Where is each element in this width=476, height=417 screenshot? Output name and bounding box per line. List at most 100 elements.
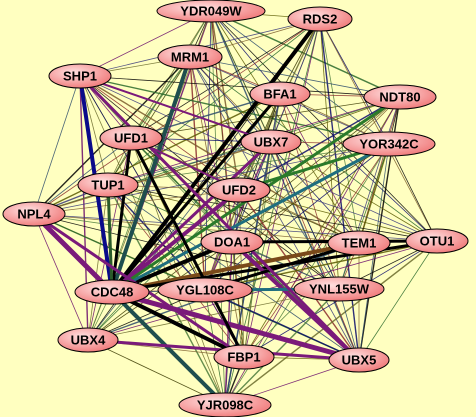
node-shape-ubx4[interactable]: [57, 327, 119, 353]
node-yjr098c[interactable]: YJR098C: [178, 392, 272, 417]
node-shape-ygl108c[interactable]: [157, 277, 253, 303]
node-label-ynl155w: YNL155W: [309, 282, 370, 297]
interaction-edge-ydr049w-shp1: [79, 10, 212, 77]
node-shape-fbp1[interactable]: [213, 344, 275, 370]
node-bfa1[interactable]: BFA1: [249, 81, 311, 107]
interaction-edge-ubx7-ygl108c: [204, 141, 272, 291]
interaction-edge-ubx7-otu1: [270, 141, 438, 242]
node-label-tem1: TEM1: [342, 236, 377, 251]
node-label-otu1: OTU1: [420, 234, 455, 249]
interaction-edge-ydr049w-bfa1: [210, 10, 281, 95]
interaction-edge-ufd2-otu1: [238, 189, 438, 242]
node-ydr049w[interactable]: YDR049W: [156, 0, 266, 23]
node-ufd1[interactable]: UFD1: [99, 125, 163, 151]
interaction-edge-ygl108c-yjr098c: [204, 289, 226, 406]
interaction-edge-ndt80-ufd1: [130, 96, 401, 139]
interaction-edge-ndt80-ynl155w: [338, 96, 401, 290]
interaction-edge-tup1-ubx4: [87, 184, 109, 341]
node-ubx4[interactable]: UBX4: [57, 327, 119, 353]
interaction-edge-npl4-tem1: [33, 213, 360, 244]
strong-edge-ufd1-fbp1: [129, 136, 246, 359]
node-shape-ufd1[interactable]: [99, 125, 163, 151]
node-shape-ufd2[interactable]: [207, 177, 271, 203]
node-doa1[interactable]: DOA1: [200, 229, 264, 255]
interaction-edge-rds2-ubx5: [319, 18, 360, 361]
interaction-edge-mrm1-ndt80: [189, 56, 401, 98]
node-rds2[interactable]: RDS2: [287, 6, 353, 32]
node-shape-bfa1[interactable]: [249, 81, 311, 107]
interaction-edge-yor342c-tem1: [358, 143, 390, 244]
node-shape-ydr049w[interactable]: [156, 0, 266, 23]
node-shape-shp1[interactable]: [48, 63, 112, 89]
interaction-edge-ndt80-ygl108c: [204, 96, 401, 291]
interaction-edge-ydr049w-otu1: [210, 10, 438, 242]
node-shape-ynl155w[interactable]: [293, 276, 385, 302]
node-tem1[interactable]: TEM1: [327, 230, 391, 256]
node-shape-ubx5[interactable]: [328, 347, 390, 373]
strong-edge-cdc48-yor342c: [110, 142, 391, 294]
node-shape-cdc48[interactable]: [74, 279, 150, 305]
node-ynl155w[interactable]: YNL155W: [293, 276, 385, 302]
interaction-edge-ndt80-doa1: [231, 96, 401, 243]
node-shape-ubx7[interactable]: [240, 129, 302, 155]
interaction-edge-ydr049w-ufd2: [210, 10, 240, 191]
node-shape-tup1[interactable]: [77, 172, 139, 198]
node-label-ufd2: UFD2: [222, 183, 256, 198]
node-shape-npl4[interactable]: [2, 201, 66, 227]
node-ufd2[interactable]: UFD2: [207, 177, 271, 203]
node-label-ufd1: UFD1: [114, 131, 148, 146]
interaction-edge-bfa1-otu1: [279, 93, 438, 242]
interaction-edge-ydr049w-tem1: [210, 10, 360, 244]
interaction-edge-otu1-ubx5: [358, 240, 438, 361]
interaction-edge-ubx7-tup1: [107, 141, 272, 186]
node-ubx5[interactable]: UBX5: [328, 347, 390, 373]
node-npl4[interactable]: NPL4: [2, 201, 66, 227]
interaction-edge-otu1-yjr098c: [224, 240, 438, 406]
node-label-ydr049w: YDR049W: [180, 4, 242, 19]
interaction-edge-rds2-tem1: [319, 18, 360, 244]
node-shape-yor342c[interactable]: [342, 131, 436, 157]
node-ygl108c[interactable]: YGL108C: [157, 277, 253, 303]
node-shape-tem1[interactable]: [327, 230, 391, 256]
node-shp1[interactable]: SHP1: [48, 63, 112, 89]
node-mrm1[interactable]: MRM1: [157, 44, 223, 70]
node-shape-ndt80[interactable]: [363, 84, 437, 110]
node-cdc48[interactable]: CDC48: [74, 279, 150, 305]
node-shape-doa1[interactable]: [200, 229, 264, 255]
interaction-edge-tup1-otu1: [107, 184, 438, 242]
interaction-edge-shp1-ndt80: [79, 75, 401, 98]
interaction-edge-ufd2-npl4: [33, 189, 240, 215]
node-label-yjr098c: YJR098C: [197, 398, 254, 413]
node-shape-yjr098c[interactable]: [178, 392, 272, 417]
node-otu1[interactable]: OTU1: [405, 228, 469, 254]
node-yor342c[interactable]: YOR342C: [342, 131, 436, 157]
interaction-edge-mrm1-ubx5: [189, 56, 360, 361]
strong-edge-cdc48-tup1: [106, 183, 114, 294]
interaction-edge-ufd2-ubx5: [238, 189, 360, 361]
node-label-fbp1: FBP1: [227, 350, 260, 365]
interaction-edge-ydr049w-ubx5: [210, 10, 360, 361]
node-ndt80[interactable]: NDT80: [363, 84, 437, 110]
interaction-edge-yor342c-ynl155w: [338, 143, 390, 290]
node-tup1[interactable]: TUP1: [77, 172, 139, 198]
interaction-edge-yor342c-npl4: [33, 143, 390, 215]
interaction-edge-mrm1-tup1: [107, 56, 191, 186]
node-fbp1[interactable]: FBP1: [213, 344, 275, 370]
interaction-edge-shp1-tem1: [79, 75, 360, 244]
node-label-shp1: SHP1: [63, 69, 97, 84]
node-shape-rds2[interactable]: [287, 6, 353, 32]
interaction-edge-rds2-tup1: [107, 18, 321, 186]
node-ubx7[interactable]: UBX7: [240, 129, 302, 155]
node-label-ygl108c: YGL108C: [176, 283, 234, 298]
node-label-cdc48: CDC48: [91, 285, 134, 300]
strong-edge-cdc48-ubx5: [109, 289, 362, 363]
node-shape-mrm1[interactable]: [157, 44, 223, 70]
interaction-edge-ubx7-ubx4: [87, 141, 272, 341]
node-label-tup1: TUP1: [91, 178, 124, 193]
interaction-edge-mrm1-ufd1: [130, 56, 191, 139]
node-shape-otu1[interactable]: [405, 228, 469, 254]
interaction-edge-tup1-fbp1: [107, 184, 245, 358]
interaction-edge-yor342c-otu1: [388, 143, 438, 242]
